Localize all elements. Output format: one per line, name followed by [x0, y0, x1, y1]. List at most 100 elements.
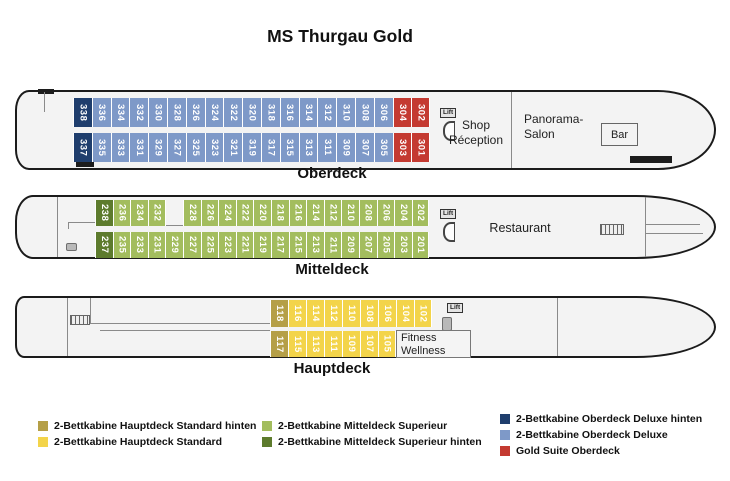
- cabin-208: 208: [358, 200, 377, 226]
- wall: [90, 323, 270, 324]
- cabin-220: 220: [253, 200, 271, 226]
- deck-structure: [38, 89, 54, 94]
- cabin-212: 212: [323, 200, 342, 226]
- cabin-330: 330: [148, 98, 167, 127]
- cabin-310: 310: [336, 98, 355, 127]
- cabin-113: 113: [306, 331, 324, 357]
- legend-column-mitteldeck: 2-Bettkabine Mitteldeck Superieur 2-Bettk…: [262, 420, 482, 452]
- cabin-202: 202: [411, 200, 430, 226]
- cabin-209: 209: [341, 232, 359, 258]
- deck-structure: [76, 161, 94, 167]
- cabin-329: 329: [148, 133, 167, 162]
- shop-label: Shop: [461, 118, 491, 132]
- cabin-322: 322: [223, 98, 243, 127]
- fitness-line: Fitness: [401, 332, 437, 344]
- cabin-326: 326: [185, 98, 205, 127]
- cabin-321: 321: [223, 133, 243, 162]
- legend-label: 2-Bettkabine Hauptdeck Standard: [54, 436, 223, 448]
- panorama-salon-label: Panorama- Salon: [524, 112, 583, 142]
- legend-swatch: [500, 446, 510, 456]
- deck-structure: [630, 156, 672, 163]
- cabin-219: 219: [253, 232, 271, 258]
- cabin-110: 110: [342, 300, 360, 327]
- cabin-235: 235: [112, 232, 131, 258]
- legend-item: Gold Suite Oberdeck: [500, 445, 702, 457]
- plan-title: MS Thurgau Gold: [267, 26, 413, 46]
- reception-label: Réception: [448, 133, 504, 147]
- legend-swatch: [500, 430, 510, 440]
- cabin-338: 338: [73, 98, 92, 127]
- cabin-112: 112: [324, 300, 342, 327]
- legend-swatch: [500, 414, 510, 424]
- cabin-231: 231: [147, 232, 166, 258]
- legend-item: 2-Bettkabine Oberdeck Deluxe hinten: [500, 413, 702, 425]
- cabin-105: 105: [378, 331, 396, 357]
- panorama-line: Panorama-: [524, 112, 584, 126]
- cabin-229: 229: [165, 232, 183, 258]
- cabin-218: 218: [270, 200, 289, 226]
- cabin-309: 309: [336, 133, 355, 162]
- stairs-icon: [600, 224, 624, 235]
- cabin-222: 222: [235, 200, 254, 226]
- legend-label: 2-Bettkabine Mitteldeck Superieur: [278, 420, 448, 432]
- cabin-118: 118: [270, 300, 288, 327]
- cabin-107: 107: [360, 331, 378, 357]
- cabin-106: 106: [378, 300, 396, 327]
- cabin-233: 233: [130, 232, 148, 258]
- legend-swatch: [262, 421, 272, 431]
- wall: [645, 224, 700, 225]
- cabin-331: 331: [129, 133, 149, 162]
- bar-label: Bar: [601, 123, 638, 146]
- wall: [68, 222, 69, 229]
- lift-icon: Lift: [447, 303, 464, 313]
- cabin-232: 232: [147, 200, 166, 226]
- cabin-117: 117: [270, 331, 288, 357]
- legend-item: 2-Bettkabine Oberdeck Deluxe: [500, 429, 702, 441]
- lift-icon: Lift: [440, 209, 457, 219]
- cabin-108: 108: [360, 300, 378, 327]
- cabin-324: 324: [204, 98, 224, 127]
- spiral-stairs-icon: [443, 222, 455, 242]
- lift-icon: Lift: [440, 108, 457, 118]
- cabin-236: 236: [112, 200, 131, 226]
- cabin-204: 204: [394, 200, 412, 226]
- cabin-215: 215: [288, 232, 307, 258]
- legend-item: 2-Bettkabine Hauptdeck Standard: [38, 436, 256, 448]
- cabin-217: 217: [270, 232, 289, 258]
- cabin-307: 307: [354, 133, 374, 162]
- cabin-302: 302: [411, 98, 431, 127]
- cabin-332: 332: [129, 98, 149, 127]
- wall: [44, 92, 45, 112]
- cabin-109: 109: [342, 331, 360, 357]
- wall: [67, 298, 68, 356]
- legend-swatch: [262, 437, 272, 447]
- cabin-214: 214: [306, 200, 324, 226]
- cabin-223: 223: [218, 232, 236, 258]
- wall: [68, 222, 95, 223]
- cabin-334: 334: [110, 98, 130, 127]
- cabin-319: 319: [242, 133, 261, 162]
- cabin-237: 237: [95, 232, 113, 258]
- cabin-316: 316: [279, 98, 299, 127]
- legend-label: 2-Bettkabine Mitteldeck Superieur hinten: [278, 436, 482, 448]
- mitteldeck-label: Mitteldeck: [295, 261, 369, 278]
- stairs-handle: [66, 243, 77, 251]
- hauptdeck-label: Hauptdeck: [293, 360, 371, 377]
- legend-label: 2-Bettkabine Oberdeck Deluxe hinten: [516, 413, 703, 425]
- cabin-314: 314: [298, 98, 318, 127]
- wall: [645, 197, 646, 257]
- shop-reception-label: Shop Réception: [432, 118, 520, 148]
- stairs-handle: [442, 317, 452, 331]
- cabin-308: 308: [354, 98, 374, 127]
- cabin-210: 210: [341, 200, 359, 226]
- cabin-328: 328: [166, 98, 186, 127]
- cabin-206: 206: [376, 200, 395, 226]
- cabin-226: 226: [200, 200, 219, 226]
- cabin-221: 221: [235, 232, 254, 258]
- fitness-wellness-room: Fitness Wellness: [396, 330, 471, 358]
- cabin-102: 102: [414, 300, 432, 327]
